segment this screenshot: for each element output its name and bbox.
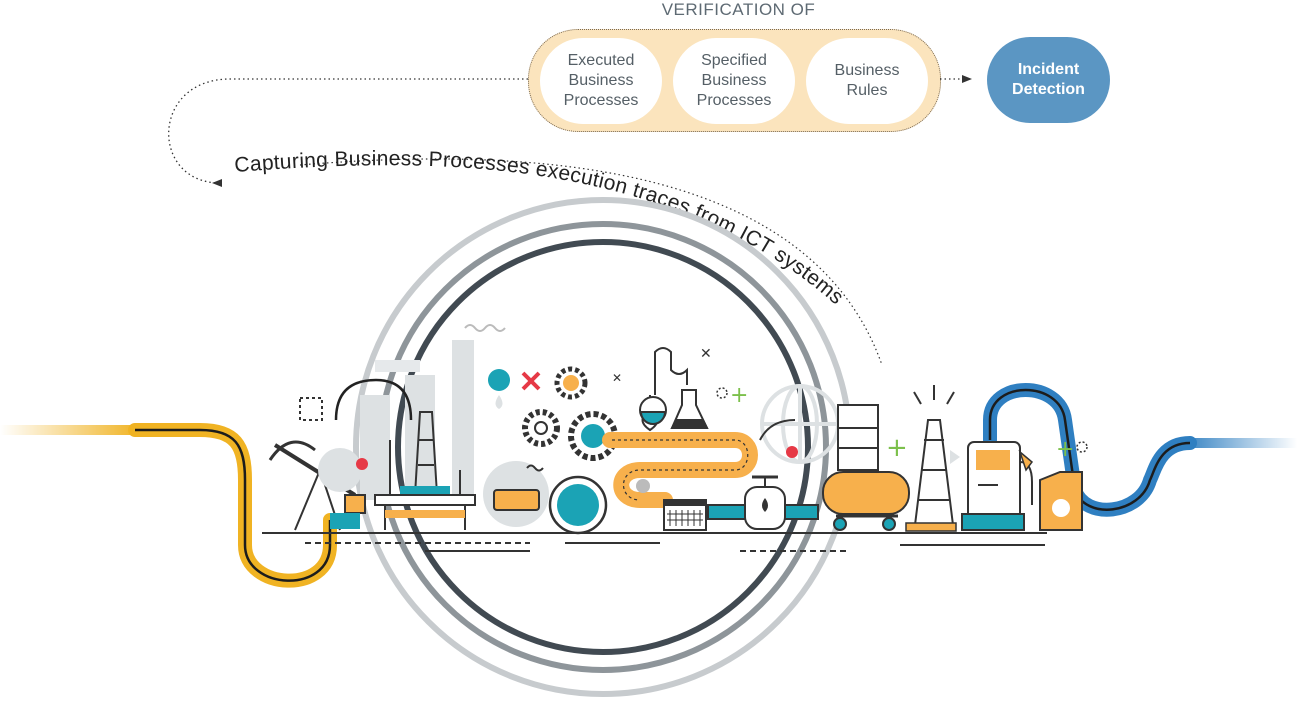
inner-ring [395, 239, 811, 655]
fuel-truck-icon [822, 471, 910, 531]
jerrycan-icon [1039, 471, 1083, 531]
calendar-icon [663, 499, 707, 531]
svg-text:+: + [886, 433, 908, 463]
middle-ring [377, 221, 829, 673]
cross-icon [521, 371, 541, 391]
feedback-arrowhead [212, 179, 222, 187]
gear-icon [522, 366, 618, 461]
derrick-icon [913, 385, 955, 526]
capture-arc [299, 158, 883, 366]
barrel-icon [837, 404, 879, 471]
svg-text:+: + [1056, 437, 1074, 462]
svg-text:✕: ✕ [612, 371, 622, 385]
valve-icon [707, 475, 819, 530]
globe-icon [760, 384, 840, 464]
incident-detection-bubble: Incident Detection [987, 37, 1110, 123]
verification-title: VERIFICATION OF [661, 0, 816, 19]
to-incident-arrowhead [962, 75, 972, 83]
fuel-pump-icon [961, 441, 1034, 531]
flask-icon [639, 347, 709, 432]
orange-conveyor [602, 432, 758, 508]
specified-processes-bubble: Specified Business Processes [673, 38, 795, 124]
business-rules-bubble: Business Rules [806, 38, 928, 124]
svg-text:✕: ✕ [700, 346, 712, 362]
yellow-pipe [128, 423, 337, 588]
executed-processes-bubble: Executed Business Processes [540, 38, 662, 124]
refinery-tower-icon [360, 340, 474, 500]
svg-text:+: + [730, 383, 748, 408]
offshore-rig-icon [374, 411, 476, 530]
error-mark-icon [356, 458, 368, 470]
